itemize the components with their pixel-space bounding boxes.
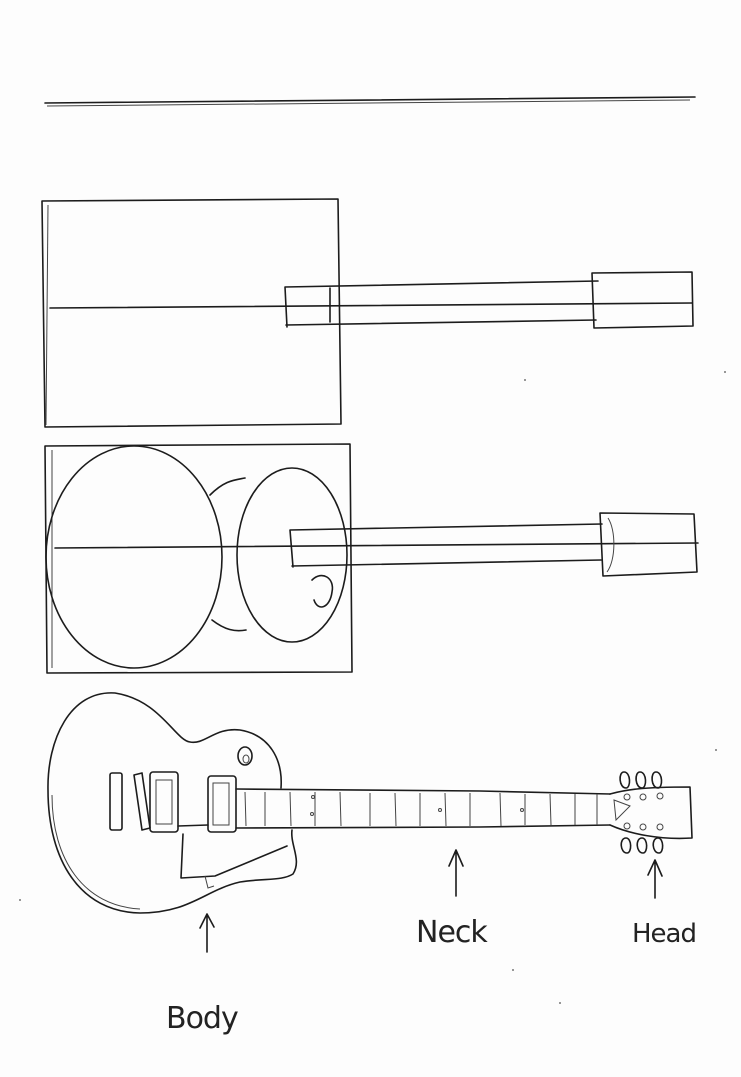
control-knob: [237, 746, 253, 766]
bridge-line: [177, 824, 209, 827]
pickup-single-1: [109, 772, 123, 831]
head-block: [599, 512, 698, 577]
paper-specks: [19, 371, 726, 1004]
label-neck: Neck: [416, 915, 488, 950]
body-box: [41, 198, 342, 428]
neck: [235, 788, 611, 829]
frets: [244, 791, 598, 827]
center-line: [54, 542, 699, 549]
pickup-humbucker-neck: [207, 775, 237, 833]
pickguard: [180, 833, 288, 879]
stage-3-finished-guitar: [47, 692, 693, 914]
neck-block: [289, 523, 603, 568]
stage-2-shape-sketch: [44, 443, 699, 674]
neck-block: [284, 280, 599, 328]
truss-rod-cover: [613, 799, 631, 822]
arrow-neck: [448, 849, 464, 897]
arrow-body: [199, 913, 215, 953]
pickup-single-2: [133, 772, 151, 831]
head-block: [591, 271, 694, 329]
lower-bout: [45, 445, 223, 669]
body-outline: [47, 692, 298, 914]
body-box: [44, 443, 353, 674]
upper-bout: [236, 467, 348, 643]
label-head: Head: [632, 919, 696, 949]
pickup-humbucker-bridge: [149, 771, 179, 833]
arrow-head: [647, 859, 663, 899]
tuning-pegs: [619, 771, 664, 854]
center-line: [49, 302, 693, 309]
headstock: [609, 786, 693, 840]
waist: [209, 477, 247, 632]
label-body: Body: [166, 1001, 238, 1036]
stage-1-block-sketch: [41, 198, 694, 428]
top-line: [44, 96, 696, 107]
